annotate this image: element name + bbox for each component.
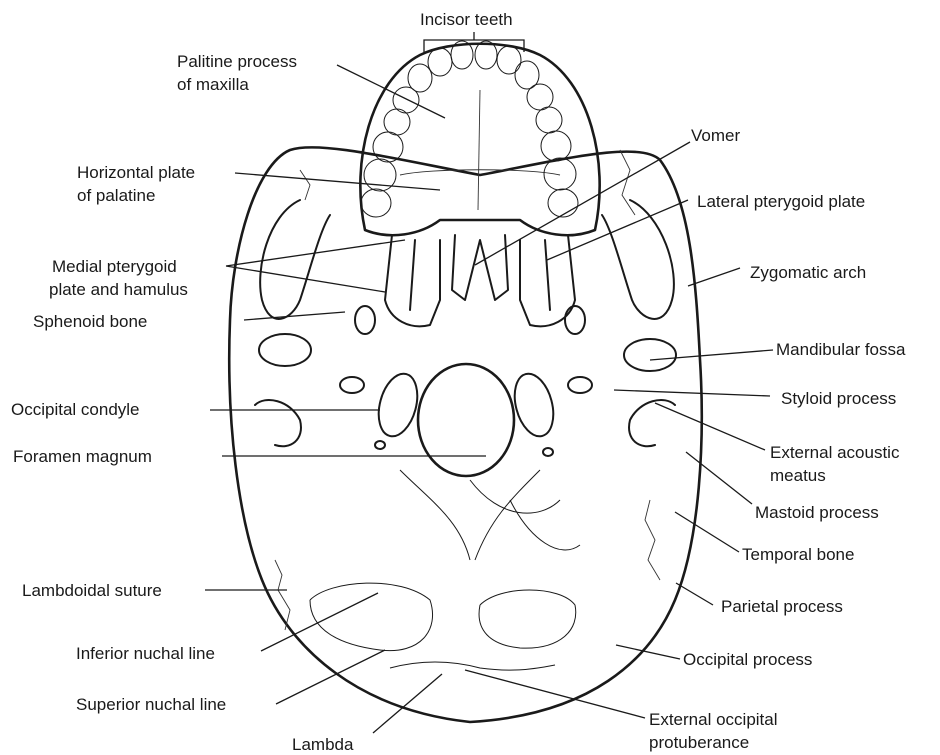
occipital-ridge-left: [400, 470, 470, 560]
label-parietal-process: Parietal process: [721, 597, 843, 616]
choanae: [410, 240, 550, 310]
maxilla-outline: [360, 44, 599, 235]
leader-inferior-nuchal: [261, 593, 378, 651]
foramen: [568, 377, 592, 393]
foramen: [355, 306, 375, 334]
leader-horizontal-plate: [235, 173, 440, 190]
label-lambdoidal-suture: Lambdoidal suture: [22, 581, 162, 600]
left-mandibular-fossa: [259, 334, 311, 366]
label-mastoid-process: Mastoid process: [755, 503, 879, 522]
label-mandibular-fossa: Mandibular fossa: [776, 340, 906, 359]
label-superior-nuchal-line: Superior nuchal line: [76, 695, 226, 714]
label-foramen-magnum: Foramen magnum: [13, 447, 152, 466]
leader-zygomatic: [688, 268, 740, 286]
foramen: [375, 441, 385, 449]
label-external-acoustic: External acoustic: [770, 443, 900, 462]
leader-lambda: [373, 674, 442, 733]
tooth: [428, 48, 452, 76]
right-condyle: [508, 369, 559, 440]
labels: Incisor teeth Palitine process of maxill…: [11, 10, 906, 754]
label-occipital-process: Occipital process: [683, 650, 812, 669]
tooth: [384, 109, 410, 135]
label-ext-occipital: External occipital: [649, 710, 778, 729]
foramen: [543, 448, 553, 456]
teeth: [361, 41, 578, 217]
label-incisor-teeth: Incisor teeth: [420, 10, 513, 29]
occipital-ridge-right: [475, 470, 540, 560]
label-medial-pterygoid-2: plate and hamulus: [49, 280, 188, 299]
tooth: [544, 158, 576, 190]
tooth: [548, 189, 578, 217]
vomer-shape: [452, 235, 508, 300]
label-occipital-condyle: Occipital condyle: [11, 400, 140, 419]
label-horizontal-plate: Horizontal plate: [77, 163, 195, 182]
temporal-curve-right: [510, 500, 580, 550]
lambdoidal-suture-shape: [275, 500, 660, 630]
leader-mandibular-fossa: [650, 350, 773, 360]
leader-vomer: [475, 142, 690, 265]
tooth: [527, 84, 553, 110]
label-external-acoustic-2: meatus: [770, 466, 826, 485]
left-condyle: [372, 369, 423, 440]
inferior-nuchal-right: [479, 590, 576, 648]
foramen-magnum-shape: [418, 364, 514, 476]
foramen: [340, 377, 364, 393]
label-zygomatic-arch: Zygomatic arch: [750, 263, 866, 282]
label-lambda: Lambda: [292, 735, 354, 754]
leader-ext-occipital: [465, 670, 645, 718]
left-mastoid: [255, 400, 301, 446]
tooth: [541, 131, 571, 161]
leader-temporal: [675, 512, 739, 552]
leader-superior-nuchal: [276, 650, 385, 704]
palate-midline: [478, 90, 480, 210]
label-medial-pterygoid: Medial pterygoid: [52, 257, 177, 276]
superior-nuchal-line-shape: [390, 662, 555, 670]
label-temporal-bone: Temporal bone: [742, 545, 854, 564]
tooth: [536, 107, 562, 133]
leader-parietal: [676, 583, 713, 605]
foramen: [565, 306, 585, 334]
label-ext-occipital-2: protuberance: [649, 733, 749, 752]
leader-external-acoustic: [655, 403, 765, 450]
right-zygomatic-arch: [602, 200, 674, 319]
label-styloid-process: Styloid process: [781, 389, 896, 408]
right-mandibular-fossa: [624, 339, 676, 371]
tooth: [497, 46, 521, 74]
inferior-nuchal-left: [310, 583, 433, 651]
label-lateral-pterygoid-plate: Lateral pterygoid plate: [697, 192, 865, 211]
tooth: [475, 41, 497, 69]
tooth: [361, 189, 391, 217]
label-palatine-process: Palitine process: [177, 52, 297, 71]
label-inferior-nuchal-line: Inferior nuchal line: [76, 644, 215, 663]
label-vomer: Vomer: [691, 126, 740, 145]
leader-styloid: [614, 390, 770, 396]
leader-mastoid: [686, 452, 752, 504]
leader-sphenoid: [244, 312, 345, 320]
label-palatine-process-2: of maxilla: [177, 75, 249, 94]
label-horizontal-plate-2: of palatine: [77, 186, 155, 205]
label-sphenoid-bone: Sphenoid bone: [33, 312, 147, 331]
right-mastoid: [629, 400, 675, 446]
